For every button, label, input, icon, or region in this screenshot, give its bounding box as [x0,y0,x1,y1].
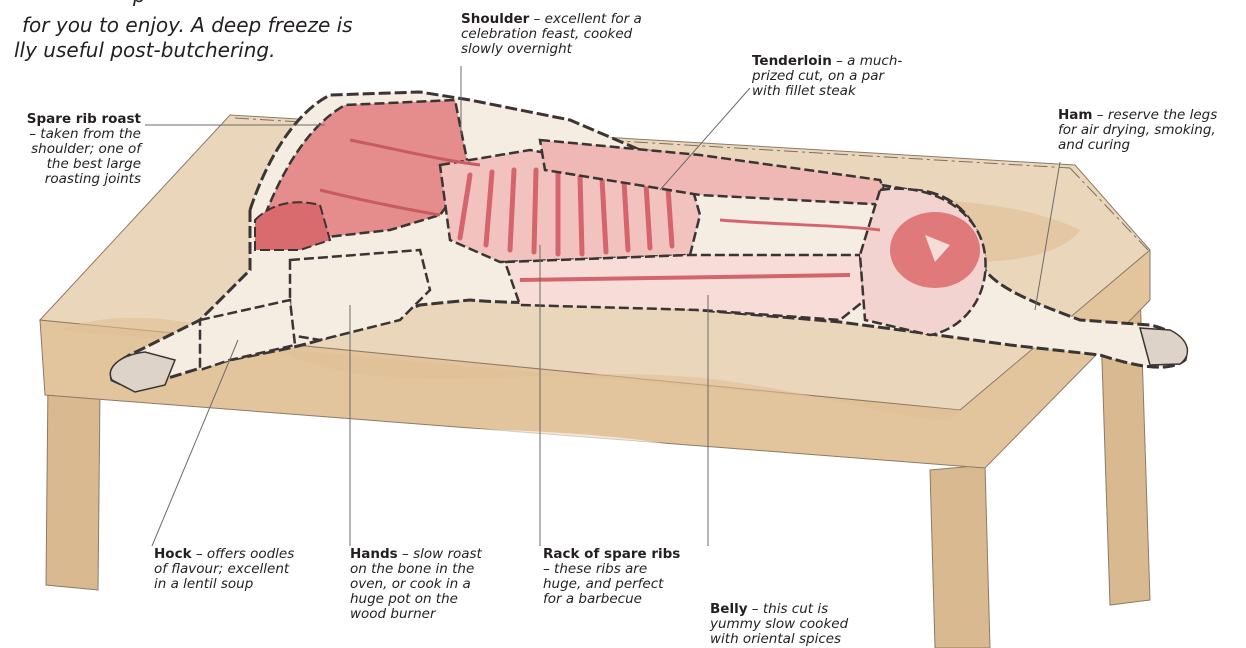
label-hands: Hands – slow roast on the bone in the ov… [350,547,520,622]
label-shoulder: Shoulder – excellent for a celebration f… [461,12,691,57]
cut-name: Hock [154,546,192,562]
cut-name: Hands [350,546,398,562]
cut-name: Rack of spare ribs [543,546,680,562]
intro-text: p for you to enjoy. A deep freeze is lly… [0,0,331,75]
intro-line-2: for you to enjoy. A deep freeze is [22,13,353,38]
intro-line-3: lly useful post-butchering. [14,38,345,63]
cut-name: Ham [1058,107,1092,123]
label-belly: Belly – this cut is yummy slow cooked wi… [710,602,900,647]
table-leg-front-middle [930,465,990,648]
label-rack-of-spare-ribs: Rack of spare ribs – these ribs are huge… [543,547,713,607]
label-tenderloin: Tenderloin – a much- prized cut, on a pa… [752,54,962,99]
label-ham: Ham – reserve the legs for air drying, s… [1058,108,1246,153]
cut-name: Tenderloin [752,53,832,69]
table-leg-front-left [46,380,100,590]
label-hock: Hock – offers oodles of flavour; excelle… [154,547,334,592]
label-spare-rib-roast: Spare rib roast – taken from the shoulde… [0,112,141,187]
cut-name: Belly [710,601,748,617]
cut-name: Spare rib roast [27,111,141,127]
intro-line-1: p [133,0,464,8]
cut-name: Shoulder [461,11,529,27]
